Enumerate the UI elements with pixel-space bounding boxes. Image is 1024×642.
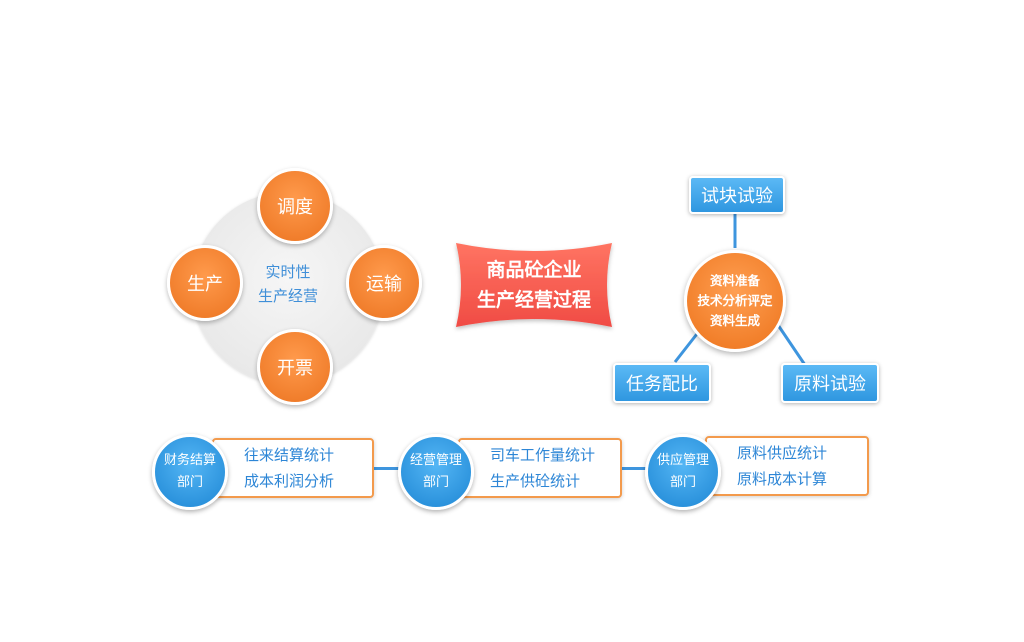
lab-box-test-block-label: 试块试验: [701, 186, 773, 207]
title-banner-line1: 商品砼企业: [486, 259, 582, 281]
dept-finance-box: 往来结算统计 成本利润分析: [212, 438, 374, 498]
dept-supply-item: 原料供应统计: [737, 444, 828, 462]
lab-hub-line2: 技术分析评定: [697, 293, 773, 308]
cycle-node-dispatch: 调度: [257, 168, 333, 244]
lab-box-test-block: 试块试验: [689, 176, 785, 214]
dept-operations-item: 生产供砼统计: [490, 472, 581, 490]
cycle-center-text: 实时性 生产经营: [232, 254, 344, 314]
lab-box-mix-ratio-label: 任务配比: [626, 374, 698, 395]
dept-operations-circle: 经营管理 部门: [398, 434, 474, 510]
cycle-node-invoicing-label: 开票: [277, 358, 313, 379]
dept-connector-1: [372, 467, 402, 470]
dept-finance-circle: 财务结算 部门: [152, 434, 228, 510]
dept-operations-name-line2: 部门: [422, 475, 449, 490]
dept-supply-item: 原料成本计算: [737, 470, 828, 488]
dept-supply-name-line1: 供应管理: [656, 453, 709, 468]
title-banner-text: 商品砼企业 生产经营过程: [452, 247, 616, 323]
dept-operations-item: 司车工作量统计: [490, 446, 596, 464]
cycle-node-transport: 运输: [346, 245, 422, 321]
dept-finance-name-line2: 部门: [176, 475, 203, 490]
lab-connectors: [673, 210, 807, 366]
dept-operations-name-line1: 经营管理: [409, 453, 462, 468]
lab-box-material-test-label: 原料试验: [794, 374, 866, 395]
cycle-node-production: 生产: [167, 245, 243, 321]
cycle-node-transport-label: 运输: [366, 274, 402, 295]
dept-finance-item: 成本利润分析: [244, 472, 335, 490]
dept-supply-circle: 供应管理 部门: [645, 434, 721, 510]
dept-finance-name-line1: 财务结算: [163, 453, 216, 468]
cycle-node-production-label: 生产: [187, 274, 223, 295]
dept-finance-item: 往来结算统计: [244, 446, 335, 464]
dept-supply-box: 原料供应统计 原料成本计算: [705, 436, 869, 496]
lab-box-material-test: 原料试验: [781, 363, 879, 403]
cycle-node-invoicing: 开票: [257, 329, 333, 405]
lab-hub-line1: 资料准备: [709, 273, 760, 288]
cycle-node-dispatch-label: 调度: [277, 197, 313, 218]
cycle-center-line1: 实时性: [265, 263, 311, 281]
lab-hub-line3: 资料生成: [709, 313, 760, 328]
dept-connector-2: [619, 467, 649, 470]
title-banner: [456, 243, 612, 327]
title-banner-line2: 生产经营过程: [476, 289, 591, 311]
dept-operations-box: 司车工作量统计 生产供砼统计: [458, 438, 622, 498]
lab-hub: 资料准备 技术分析评定 资料生成: [684, 250, 786, 352]
cycle-center-line2: 生产经营: [257, 287, 318, 305]
dept-supply-name-line2: 部门: [669, 475, 696, 490]
lab-box-mix-ratio: 任务配比: [613, 363, 711, 403]
